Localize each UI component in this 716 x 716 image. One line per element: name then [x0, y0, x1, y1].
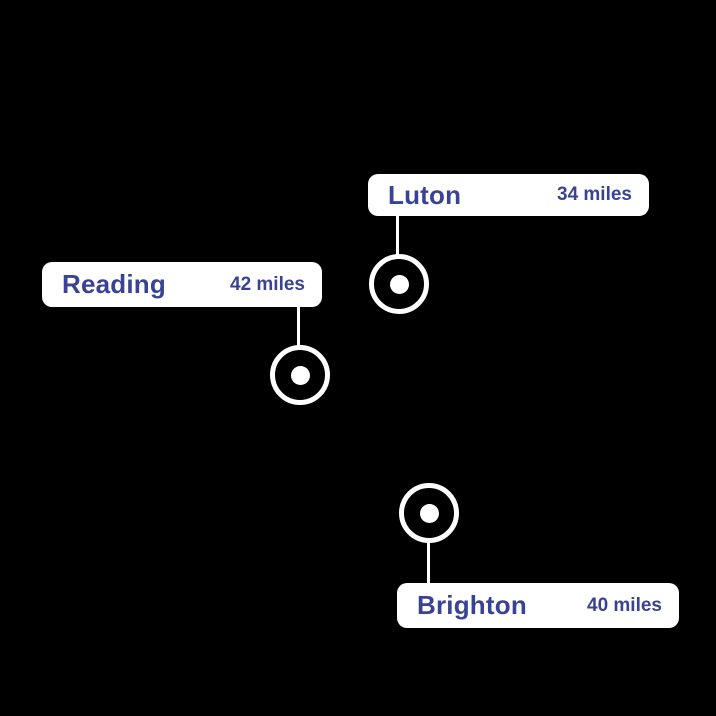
- map-pin-icon[interactable]: [270, 345, 330, 405]
- marker-label-luton[interactable]: Luton 34 miles: [368, 174, 649, 216]
- marker-label-reading[interactable]: Reading 42 miles: [42, 262, 322, 307]
- city-name: Luton: [388, 179, 462, 210]
- distance-value: 34 miles: [557, 184, 632, 205]
- distance-value: 40 miles: [587, 594, 662, 616]
- connector-line: [297, 306, 300, 347]
- pin-center-dot: [290, 365, 310, 385]
- city-name: Brighton: [417, 590, 527, 620]
- distance-value: 42 miles: [230, 273, 305, 295]
- city-name: Reading: [62, 269, 166, 299]
- pin-center-dot: [419, 503, 439, 523]
- map-pin-icon[interactable]: [399, 483, 459, 543]
- map-pin-icon[interactable]: [369, 254, 429, 314]
- pin-center-dot: [389, 274, 409, 294]
- marker-label-brighton[interactable]: Brighton 40 miles: [397, 583, 679, 628]
- connector-line: [427, 542, 430, 584]
- connector-line: [396, 214, 399, 256]
